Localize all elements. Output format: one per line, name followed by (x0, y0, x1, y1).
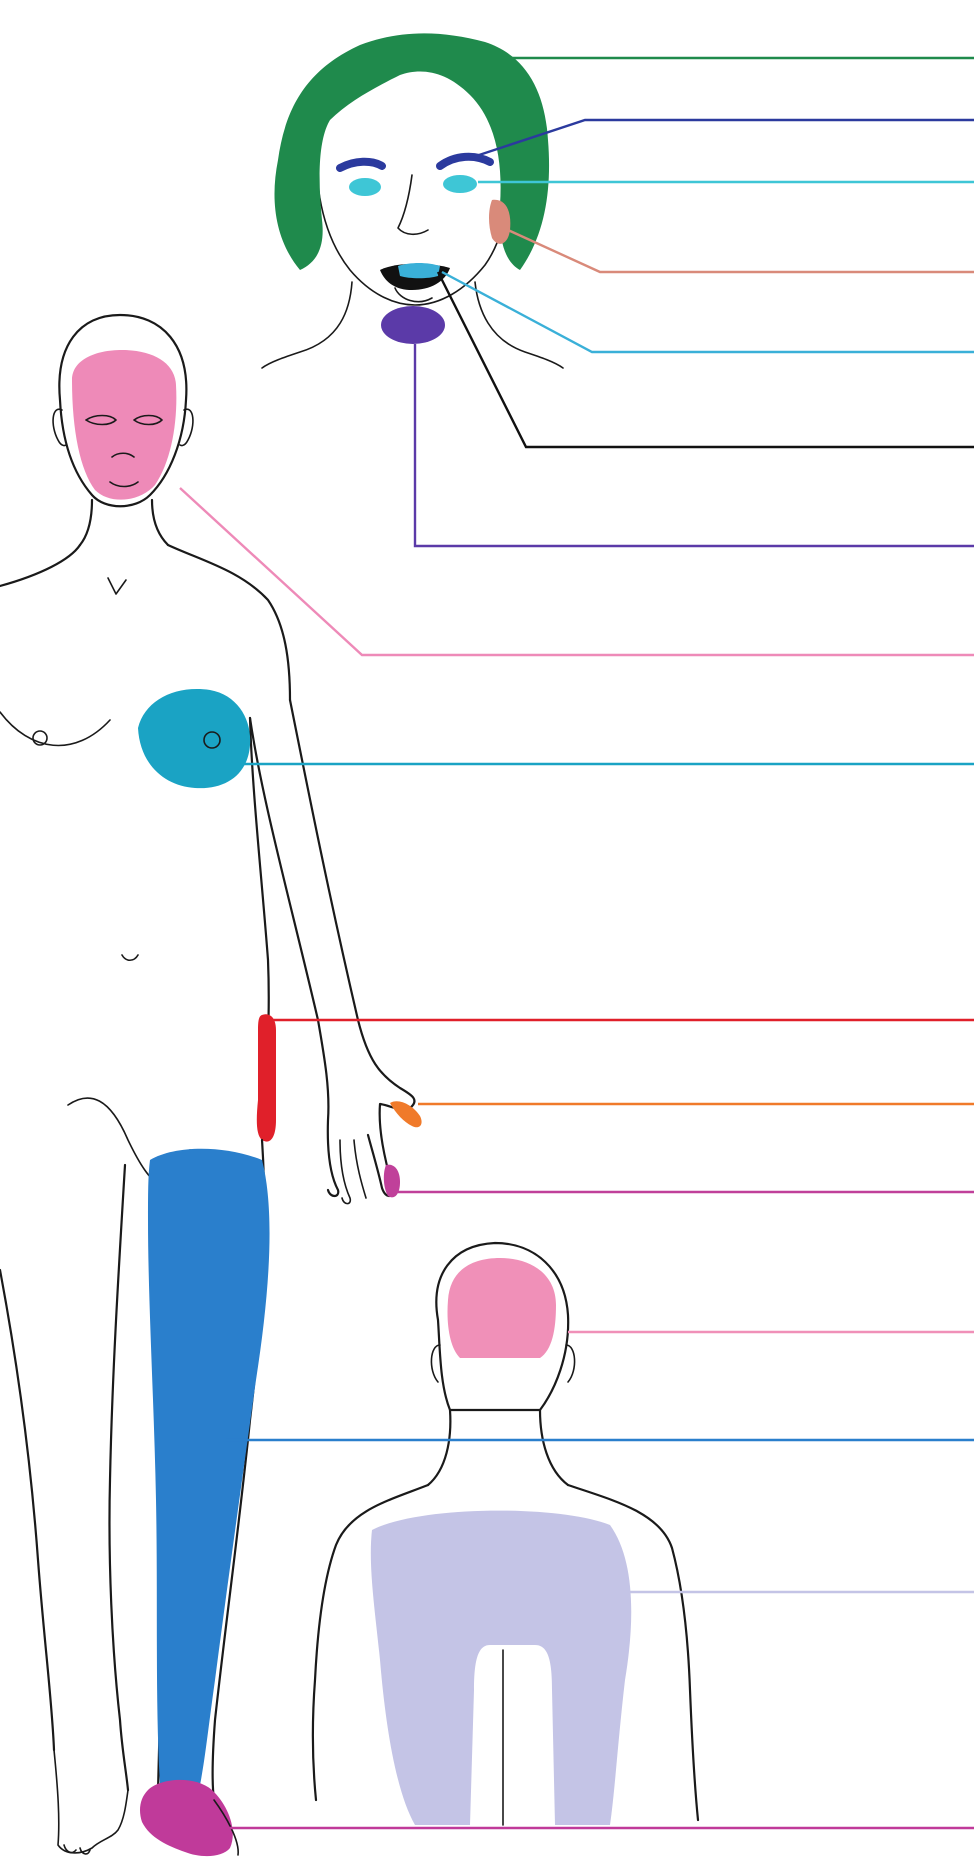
face-region (72, 350, 176, 500)
leader-cheek (508, 230, 974, 272)
eyebrow-left-region (340, 162, 382, 168)
finger-magenta-region (384, 1165, 400, 1198)
back-region (371, 1511, 631, 1825)
breast-region (138, 689, 250, 788)
eye-right-region (443, 175, 477, 193)
leader-chin (415, 344, 974, 546)
leader-teeth (442, 272, 974, 352)
leader-mouth (438, 272, 974, 447)
chin-region (381, 306, 445, 344)
leader-face (180, 488, 974, 655)
head-closeup (262, 33, 563, 368)
eye-left-region (349, 178, 381, 196)
eyebrow-right-region (440, 157, 490, 166)
flank-region (257, 1014, 276, 1141)
leg-region (148, 1149, 270, 1793)
teeth-region (398, 263, 440, 278)
finger-orange-region (390, 1101, 422, 1127)
front-body (0, 315, 422, 1856)
scalp-region (448, 1258, 557, 1358)
back-view (313, 1243, 698, 1825)
foot-region (140, 1780, 233, 1856)
